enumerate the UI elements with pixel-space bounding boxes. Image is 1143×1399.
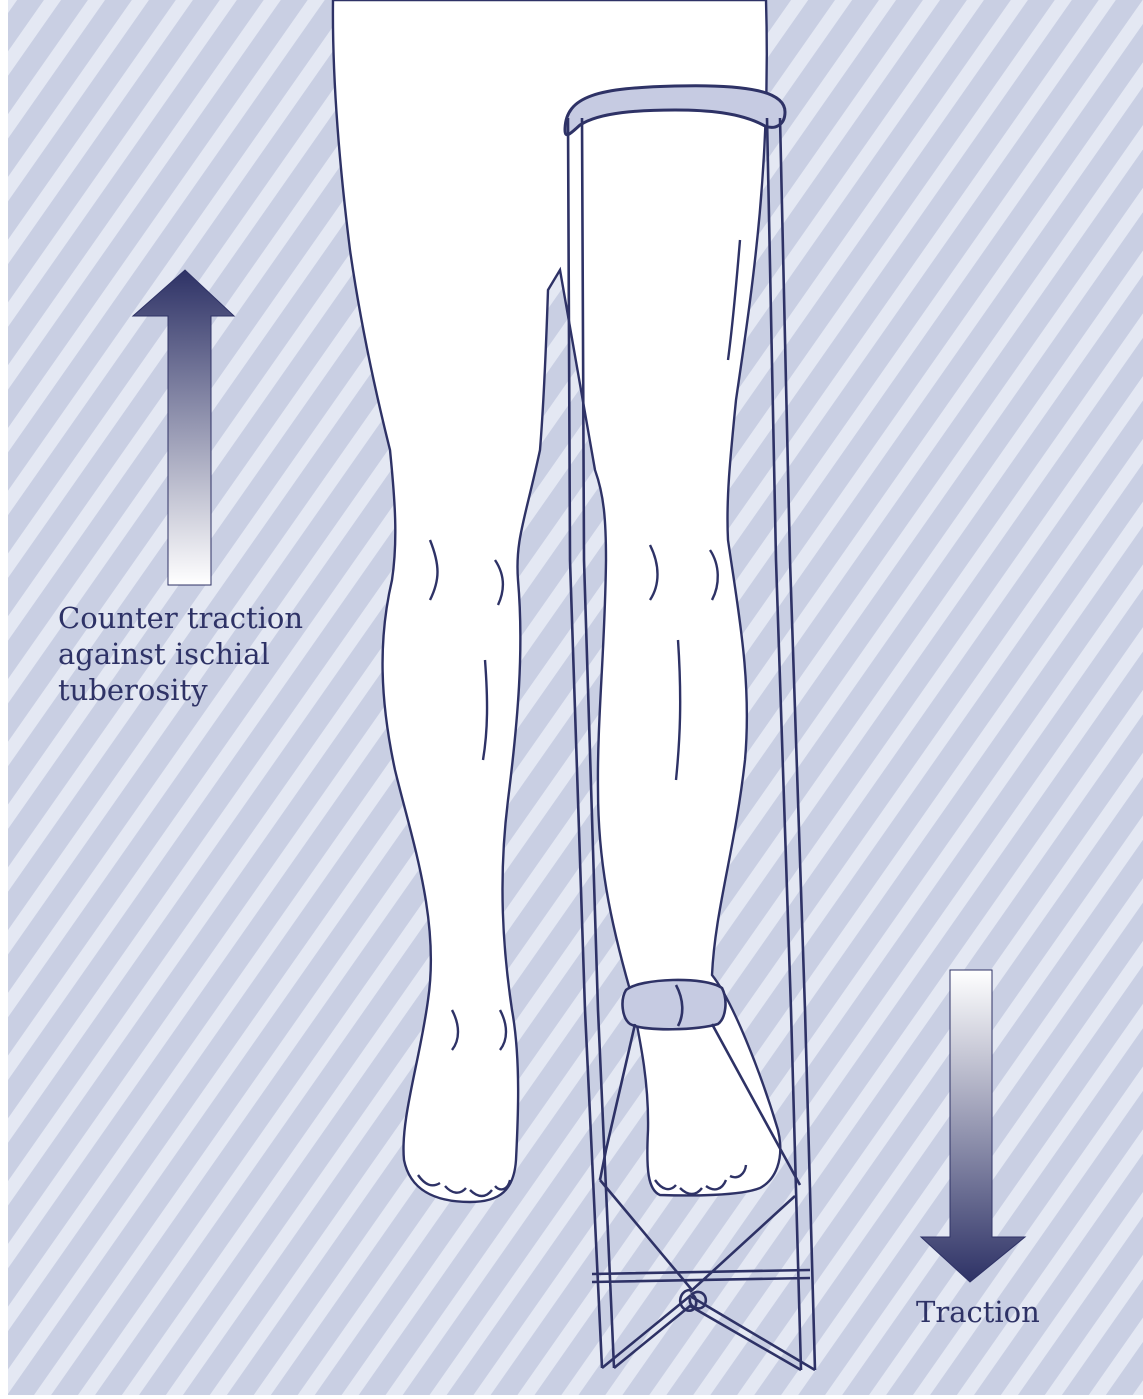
traction-label: Traction (916, 1294, 1040, 1330)
counter-traction-label: Counter traction against ischial tuberos… (58, 600, 358, 708)
counter-traction-label-line-3: tuberosity (58, 672, 358, 708)
counter-traction-label-line-2: against ischial (58, 636, 358, 672)
ankle-band (623, 980, 726, 1029)
counter-traction-label-line-1: Counter traction (58, 600, 358, 636)
